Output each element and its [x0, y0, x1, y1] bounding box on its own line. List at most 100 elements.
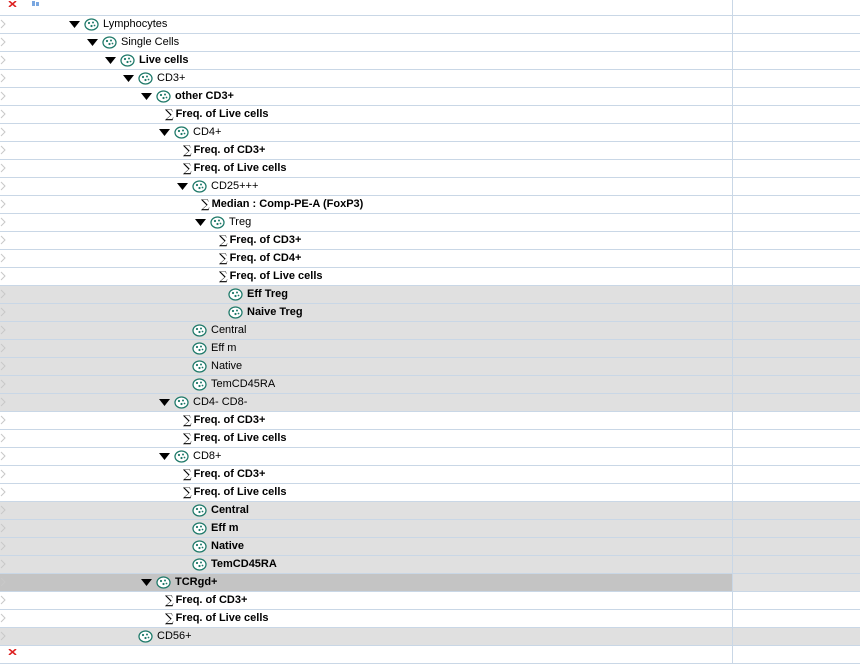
value-cell: [733, 160, 860, 177]
gate-node[interactable]: Native: [176, 358, 242, 375]
gate-node[interactable]: CD4- CD8-: [158, 394, 247, 411]
tree-row[interactable]: Naive Treg: [0, 304, 860, 322]
gate-node[interactable]: Eff m: [176, 340, 236, 357]
tree-row[interactable]: CD56+: [0, 628, 860, 646]
expand-toggle-icon[interactable]: [140, 574, 153, 591]
tree-row[interactable]: ∑Freq. of CD3+: [0, 592, 860, 610]
tree-row[interactable]: ∑Freq. of Live cells: [0, 430, 860, 448]
row-chevron-icon: [0, 487, 6, 497]
expand-toggle-icon[interactable]: [86, 34, 99, 51]
expand-toggle-icon[interactable]: [68, 16, 81, 33]
statistic-node[interactable]: ∑Median : Comp-PE-A (FoxP3): [201, 196, 363, 213]
statistic-node[interactable]: ∑Freq. of CD3+: [183, 466, 265, 483]
gate-node[interactable]: CD56+: [122, 628, 192, 645]
gate-node[interactable]: Treg: [194, 214, 251, 231]
statistic-node[interactable]: ∑Freq. of CD3+: [183, 412, 265, 429]
gate-icon: [192, 558, 207, 571]
gate-node[interactable]: CD25+++: [176, 178, 258, 195]
gate-label: Native: [211, 540, 245, 552]
tree-row[interactable]: CD4+: [0, 124, 860, 142]
expand-toggle-icon[interactable]: [104, 52, 117, 69]
tree-row[interactable]: TemCD45RA: [0, 376, 860, 394]
statistic-node[interactable]: ∑Freq. of Live cells: [165, 106, 269, 123]
tree-row[interactable]: other CD3+: [0, 88, 860, 106]
statistic-node[interactable]: ∑Freq. of CD3+: [219, 232, 301, 249]
tree-row[interactable]: CD3+: [0, 70, 860, 88]
tree-row[interactable]: ∑Freq. of Live cells: [0, 268, 860, 286]
tree-row[interactable]: Single Cells: [0, 34, 860, 52]
value-cell: [733, 448, 860, 465]
gate-node[interactable]: Single Cells: [86, 34, 179, 51]
tree-row[interactable]: CD25+++: [0, 178, 860, 196]
tree-row-sample[interactable]: [0, 0, 860, 16]
gate-node[interactable]: Lymphocytes: [68, 16, 167, 33]
gate-node[interactable]: Eff Treg: [212, 286, 288, 303]
gate-node[interactable]: TemCD45RA: [176, 376, 275, 393]
tree-row[interactable]: ∑Freq. of CD3+: [0, 232, 860, 250]
statistic-node[interactable]: ∑Freq. of CD4+: [219, 250, 301, 267]
tree-row[interactable]: ∑Freq. of CD3+: [0, 142, 860, 160]
statistic-node[interactable]: ∑Freq. of CD3+: [165, 592, 247, 609]
gate-node[interactable]: TemCD45RA: [176, 556, 277, 573]
tree-row[interactable]: Eff m: [0, 520, 860, 538]
gate-node[interactable]: TCRgd+: [140, 574, 217, 591]
gate-node[interactable]: Central: [176, 502, 249, 519]
tree-row[interactable]: CD4- CD8-: [0, 394, 860, 412]
tree-row[interactable]: ∑Freq. of Live cells: [0, 106, 860, 124]
expand-toggle-icon[interactable]: [158, 448, 171, 465]
tree-row[interactable]: ∑Freq. of Live cells: [0, 484, 860, 502]
value-cell: [733, 322, 860, 339]
gate-icon: [192, 522, 207, 535]
tree-row[interactable]: Central: [0, 502, 860, 520]
gate-node[interactable]: Live cells: [104, 52, 189, 69]
gate-node[interactable]: Eff m: [176, 520, 239, 537]
tree-row[interactable]: Lymphocytes: [0, 16, 860, 34]
expand-toggle-icon[interactable]: [176, 178, 189, 195]
tree-row[interactable]: [0, 646, 860, 664]
tree-row[interactable]: CD8+: [0, 448, 860, 466]
tree-row[interactable]: Eff m: [0, 340, 860, 358]
tree-row[interactable]: Native: [0, 358, 860, 376]
tree-row[interactable]: TCRgd+: [0, 574, 860, 592]
expand-toggle-icon[interactable]: [194, 214, 207, 231]
column-separator: [732, 214, 733, 231]
gate-node[interactable]: CD4+: [158, 124, 221, 141]
gate-node[interactable]: CD3+: [122, 70, 185, 87]
expand-toggle-icon[interactable]: [158, 124, 171, 141]
tree-row[interactable]: Central: [0, 322, 860, 340]
gate-node[interactable]: Naive Treg: [212, 304, 303, 321]
statistic-node[interactable]: ∑Freq. of Live cells: [183, 484, 287, 501]
row-chevron-icon: [0, 361, 6, 371]
statistic-node[interactable]: ∑Freq. of Live cells: [183, 430, 287, 447]
gate-node[interactable]: CD8+: [158, 448, 221, 465]
tree-row[interactable]: ∑Freq. of Live cells: [0, 610, 860, 628]
column-separator: [732, 502, 733, 519]
gate-node[interactable]: other CD3+: [140, 88, 234, 105]
tree-row[interactable]: Eff Treg: [0, 286, 860, 304]
tree-row[interactable]: TemCD45RA: [0, 556, 860, 574]
value-cell: [733, 430, 860, 447]
tree-row[interactable]: Native: [0, 538, 860, 556]
expand-toggle-icon[interactable]: [140, 88, 153, 105]
tree-row[interactable]: Live cells: [0, 52, 860, 70]
gate-node[interactable]: Native: [176, 538, 244, 555]
tree-row[interactable]: ∑Freq. of CD3+: [0, 466, 860, 484]
value-cell: [733, 178, 860, 195]
gate-label: Eff m: [211, 342, 237, 354]
gate-label: CD56+: [157, 630, 192, 642]
expand-toggle-icon[interactable]: [158, 394, 171, 411]
statistic-node[interactable]: ∑Freq. of Live cells: [219, 268, 323, 285]
column-separator: [732, 466, 733, 483]
tree-row[interactable]: ∑Median : Comp-PE-A (FoxP3): [0, 196, 860, 214]
tree-row[interactable]: ∑Freq. of Live cells: [0, 160, 860, 178]
tree-row[interactable]: ∑Freq. of CD4+: [0, 250, 860, 268]
tree-row[interactable]: Treg: [0, 214, 860, 232]
gate-icon: [192, 378, 207, 391]
expand-toggle-icon[interactable]: [122, 70, 135, 87]
statistic-node[interactable]: ∑Freq. of Live cells: [183, 160, 287, 177]
statistic-node[interactable]: ∑Freq. of Live cells: [165, 610, 269, 627]
statistic-node[interactable]: ∑Freq. of CD3+: [183, 142, 265, 159]
gate-node[interactable]: Central: [176, 322, 246, 339]
column-separator: [732, 268, 733, 285]
tree-row[interactable]: ∑Freq. of CD3+: [0, 412, 860, 430]
